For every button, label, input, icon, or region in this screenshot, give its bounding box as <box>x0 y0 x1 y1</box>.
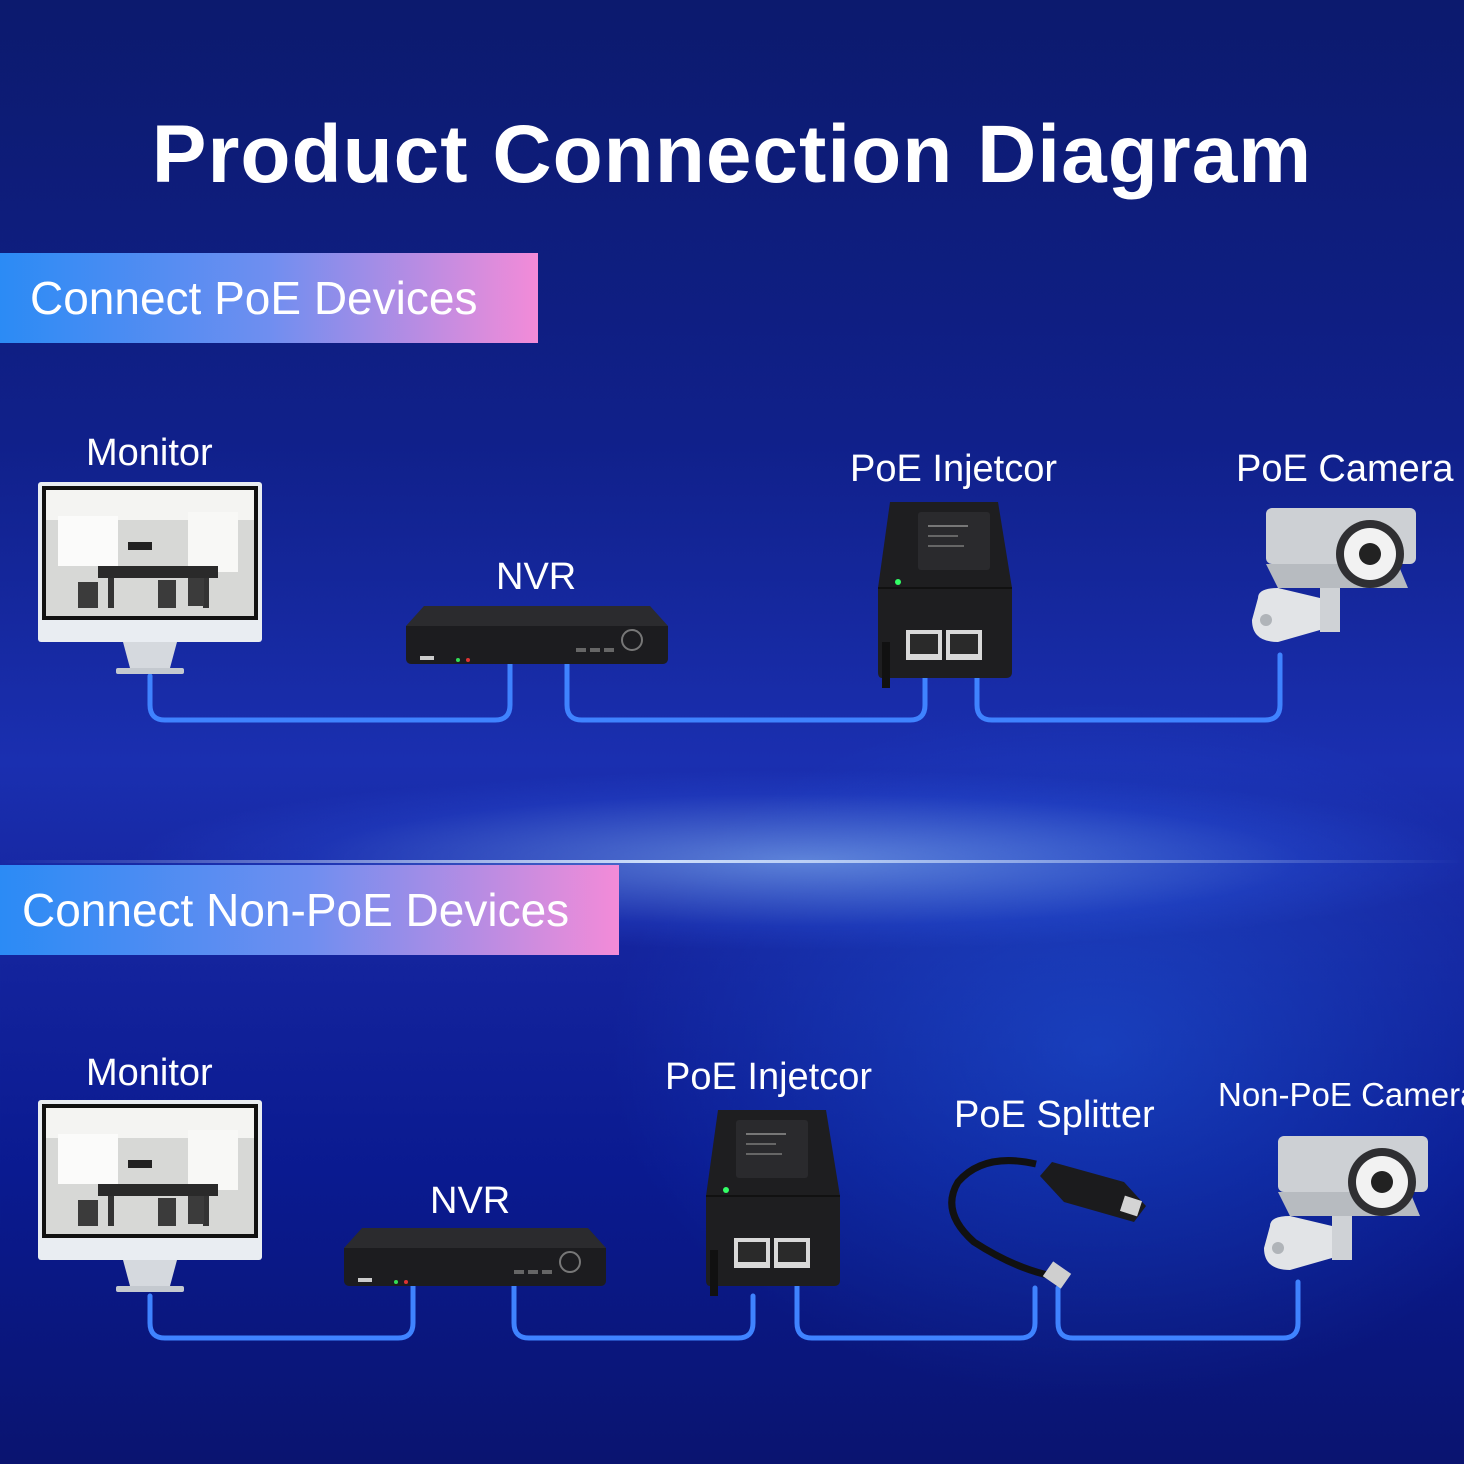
section-2-heading: Connect Non-PoE Devices <box>22 884 570 936</box>
light-streak <box>0 860 1464 863</box>
section-1-banner: Connect PoE Devices <box>0 253 538 343</box>
label-monitor-1: Monitor <box>86 432 213 474</box>
section-2-banner: Connect Non-PoE Devices <box>0 865 619 955</box>
label-injector-1: PoE Injetcor <box>850 448 1057 490</box>
nvr-2 <box>344 1228 606 1288</box>
page-title: Product Connection Diagram <box>151 109 1313 200</box>
label-monitor-2: Monitor <box>86 1052 213 1094</box>
poe-splitter-2 <box>944 1142 1150 1292</box>
non-poe-camera-2 <box>1260 1130 1434 1284</box>
label-camera-2: Non-PoE Camera <box>1218 1076 1464 1113</box>
label-injector-2: PoE Injetcor <box>665 1056 872 1098</box>
label-camera-1: PoE Camera <box>1236 448 1454 490</box>
label-nvr-1: NVR <box>496 556 577 598</box>
cable-nvr-injector-2 <box>511 1281 756 1341</box>
cable-monitor-nvr-1 <box>147 661 513 723</box>
cable-monitor-nvr-2 <box>147 1281 416 1341</box>
label-splitter-2: PoE Splitter <box>954 1094 1155 1136</box>
cable-nvr-injector-1 <box>564 661 928 723</box>
label-nvr-2: NVR <box>430 1180 511 1222</box>
monitor-1 <box>38 482 262 676</box>
cable-injector-camera-1 <box>974 652 1283 723</box>
monitor-2 <box>38 1100 262 1294</box>
poe-camera-1 <box>1248 502 1422 656</box>
cable-splitter-camera-2 <box>1055 1279 1301 1341</box>
cable-injector-splitter-2 <box>794 1283 1038 1341</box>
poe-injector-1 <box>878 502 1014 688</box>
nvr-1 <box>406 606 668 666</box>
section-1-heading: Connect PoE Devices <box>30 272 478 324</box>
poe-injector-2 <box>706 1110 842 1296</box>
